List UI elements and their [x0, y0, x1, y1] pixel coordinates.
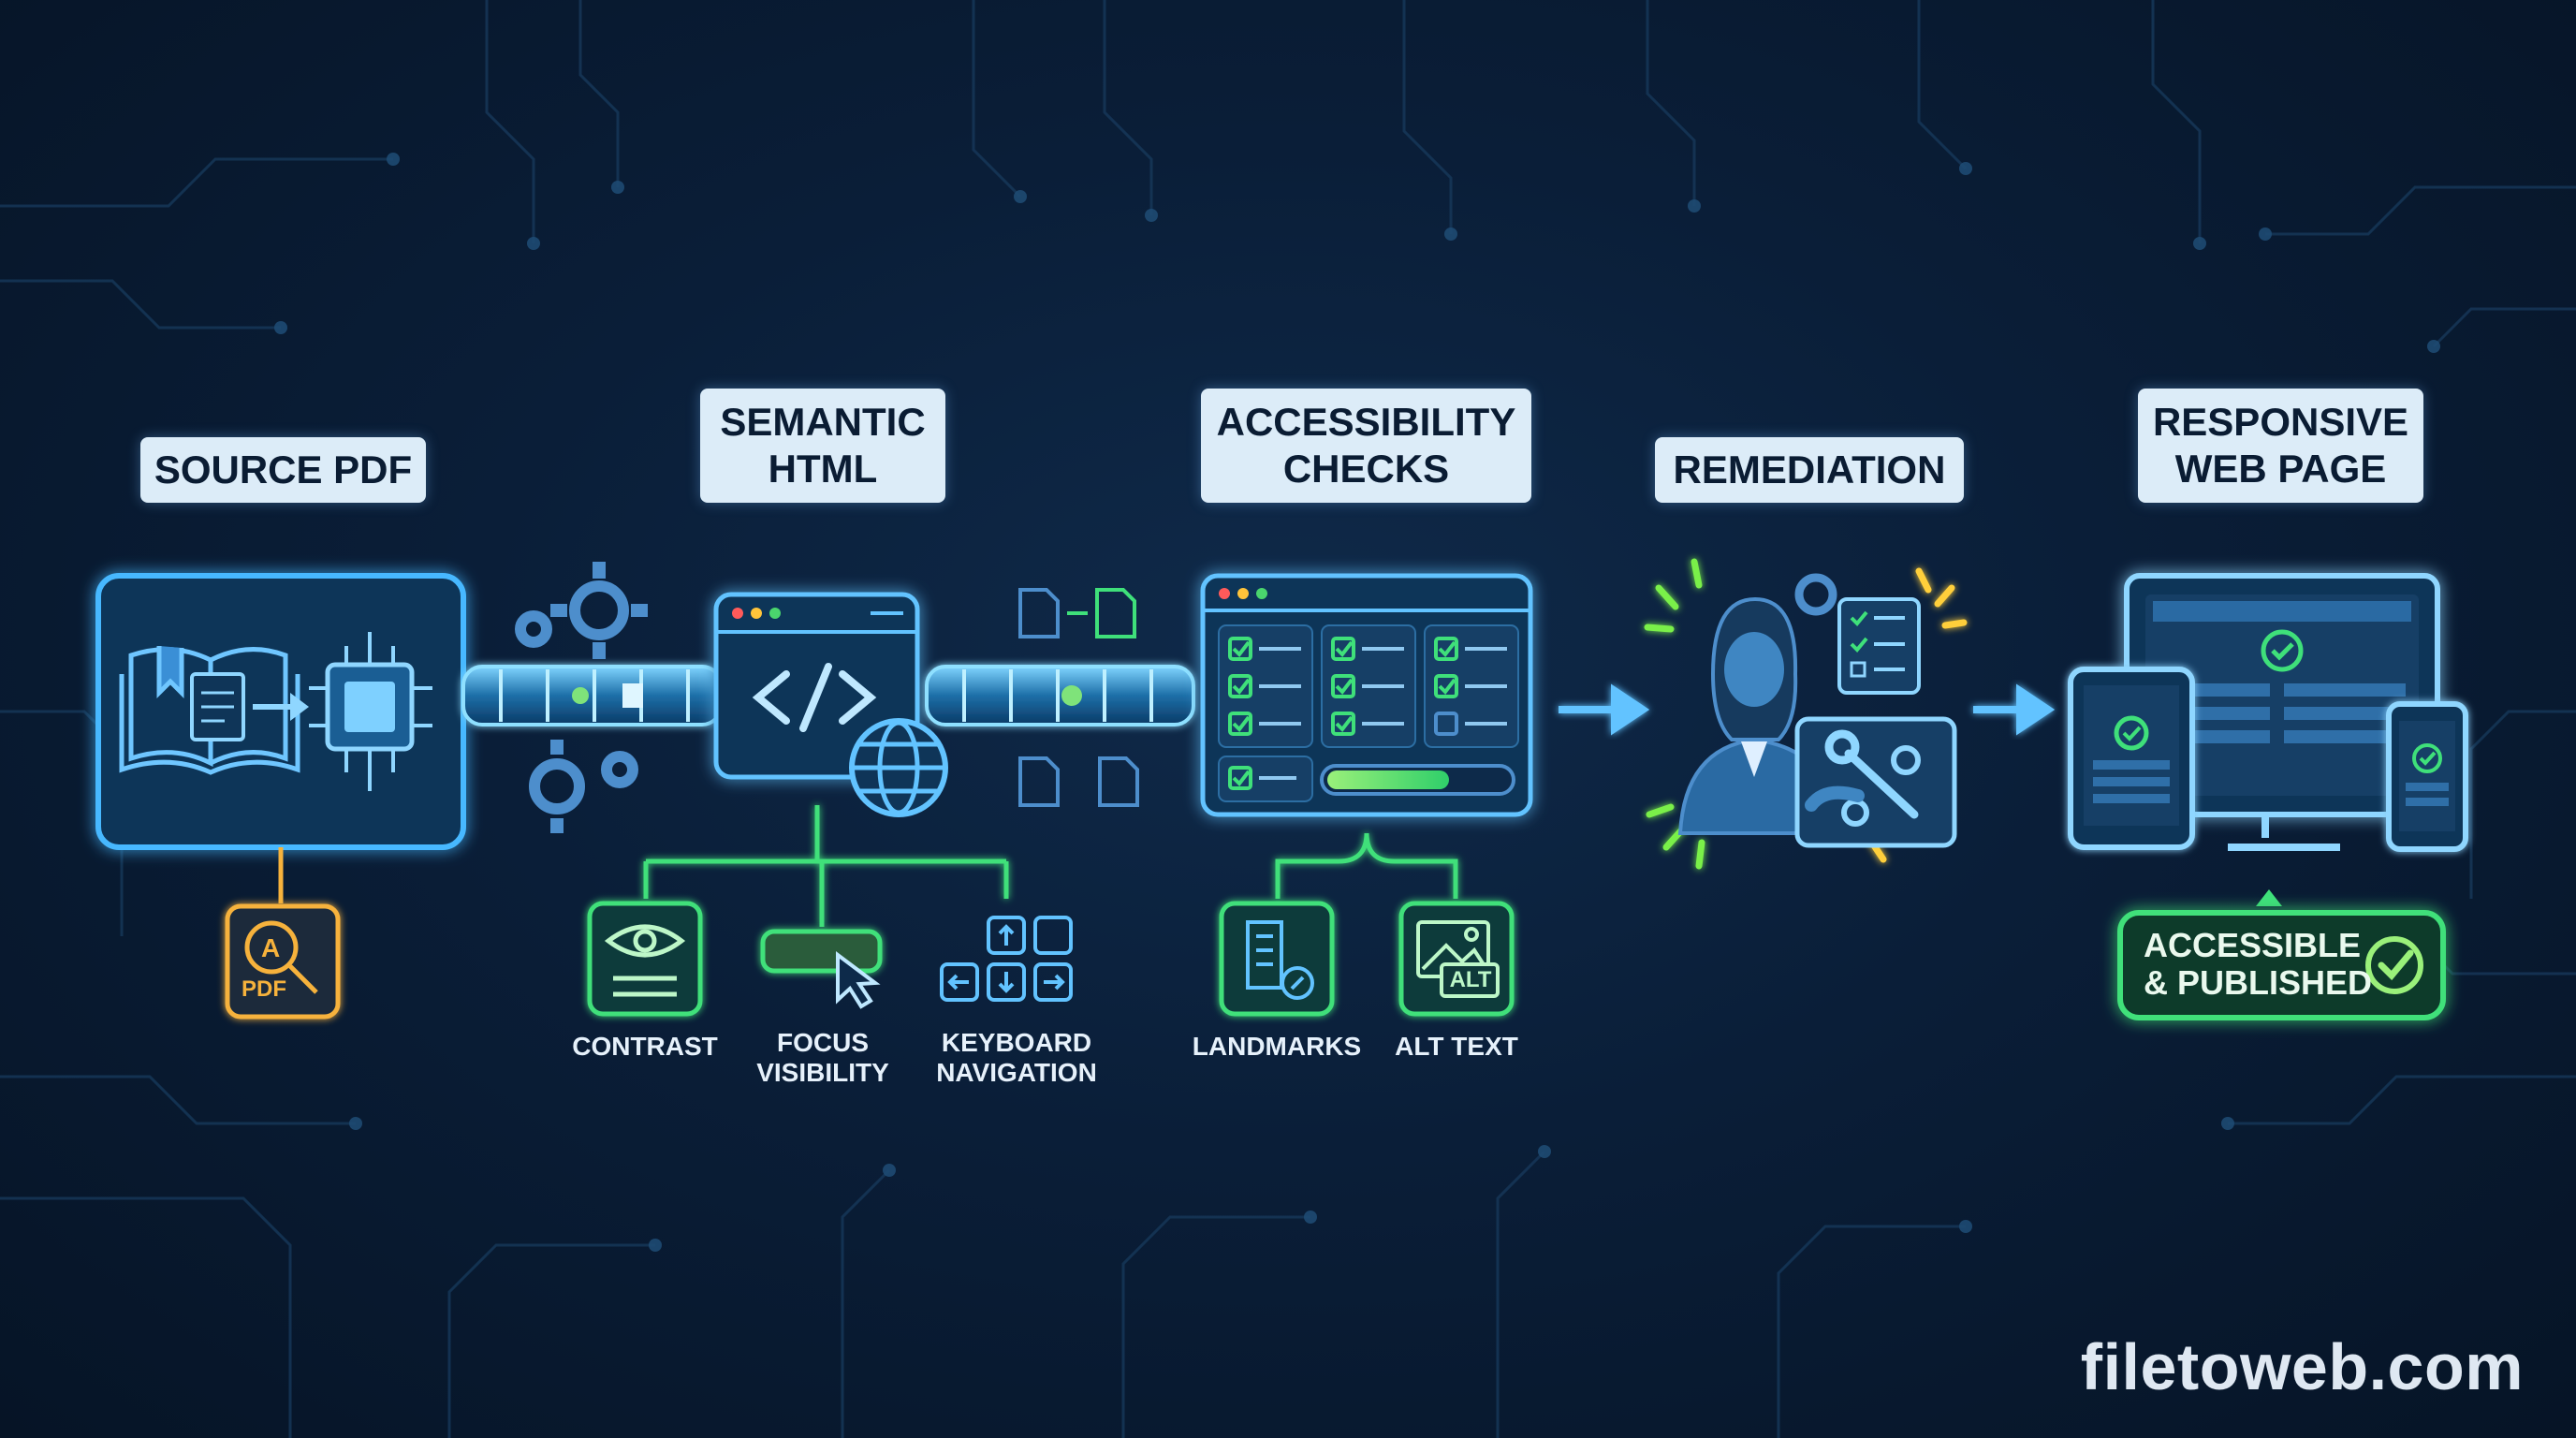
- brand-watermark: filetoweb.com: [2080, 1330, 2524, 1403]
- source-pdf-panel: A: [95, 573, 466, 1020]
- landmark-building-icon: [1246, 920, 1314, 1000]
- badge-line2: & PUBLISHED: [2144, 963, 2373, 1002]
- pdf-search-icon: [244, 920, 318, 994]
- badge-line1: ACCESSIBLE: [2144, 926, 2362, 964]
- checkbox-icons: [1228, 637, 1458, 790]
- stage-label-responsive-web-page: RESPONSIVE WEB PAGE: [2138, 389, 2423, 503]
- stage-label-semantic-html: SEMANTIC HTML: [700, 389, 945, 503]
- code-brackets-icon: [752, 663, 877, 732]
- stage-title: SOURCE PDF: [154, 448, 413, 492]
- check-label-contrast: CONTRAST: [542, 1032, 748, 1062]
- keyboard-icon: [940, 916, 1073, 1002]
- check-label-keyboard-navigation: KEYBOARD NAVIGATION: [904, 1028, 1129, 1088]
- svg-text:A: A: [261, 933, 280, 962]
- check-label-line1: KEYBOARD: [941, 1028, 1092, 1057]
- globe-icon: [854, 720, 944, 815]
- stage-title-line1: SEMANTIC: [720, 400, 926, 444]
- stage-title-line2: CHECKS: [1282, 447, 1450, 491]
- stage-title: REMEDIATION: [1673, 448, 1946, 492]
- progress-bar-fill: [1327, 770, 1449, 789]
- check-label-focus-visibility: FOCUS VISIBILITY: [720, 1028, 926, 1088]
- stage-label-source-pdf: SOURCE PDF: [140, 437, 426, 503]
- check-label-alt-text: ALT TEXT: [1354, 1032, 1559, 1062]
- document-icons: [1018, 588, 1139, 807]
- alt-icon-label: ALT: [1449, 967, 1492, 992]
- gears-icon: [515, 580, 638, 814]
- check-label-line1: FOCUS: [777, 1028, 869, 1057]
- processor-chip-icon: [309, 632, 432, 791]
- check-label-landmarks: LANDMARKS: [1174, 1032, 1380, 1062]
- arrow-icon: [1559, 683, 1650, 736]
- book-icon: [119, 646, 300, 775]
- accessibility-checks-panel: [1200, 573, 1533, 1017]
- pdf-icon-label: PDF: [242, 976, 286, 1002]
- responsive-devices-illustration: [2068, 573, 2468, 1020]
- check-circle-icon: [2365, 936, 2423, 994]
- cursor-icon: [836, 951, 881, 1009]
- check-label-line2: NAVIGATION: [936, 1058, 1097, 1087]
- semantic-html-panel: [587, 592, 1073, 1017]
- wrench-icon: [1824, 729, 1919, 819]
- stage-title-line1: RESPONSIVE: [2152, 400, 2409, 444]
- stage-title-line1: ACCESSIBILITY: [1216, 400, 1516, 444]
- contrast-eye-icon: [604, 924, 686, 997]
- stage-label-accessibility-checks: ACCESSIBILITY CHECKS: [1201, 389, 1531, 503]
- stage-title-line2: HTML: [768, 447, 878, 491]
- arrow-icon-2: [1973, 683, 2056, 736]
- remediation-illustration: [1644, 558, 1968, 870]
- stage-title-line2: WEB PAGE: [2174, 447, 2387, 491]
- published-badge-text: ACCESSIBLE & PUBLISHED: [2144, 927, 2372, 1002]
- stage-label-remediation: REMEDIATION: [1655, 437, 1964, 503]
- gear-icon: [1794, 573, 1837, 616]
- pipeline-tube-2: [925, 588, 1195, 807]
- check-label-line1: LANDMARKS: [1192, 1032, 1362, 1061]
- pipeline-tube-1: [461, 665, 723, 726]
- check-label-line1: CONTRAST: [572, 1032, 718, 1061]
- check-label-line2: VISIBILITY: [756, 1058, 889, 1087]
- check-label-line1: ALT TEXT: [1395, 1032, 1518, 1061]
